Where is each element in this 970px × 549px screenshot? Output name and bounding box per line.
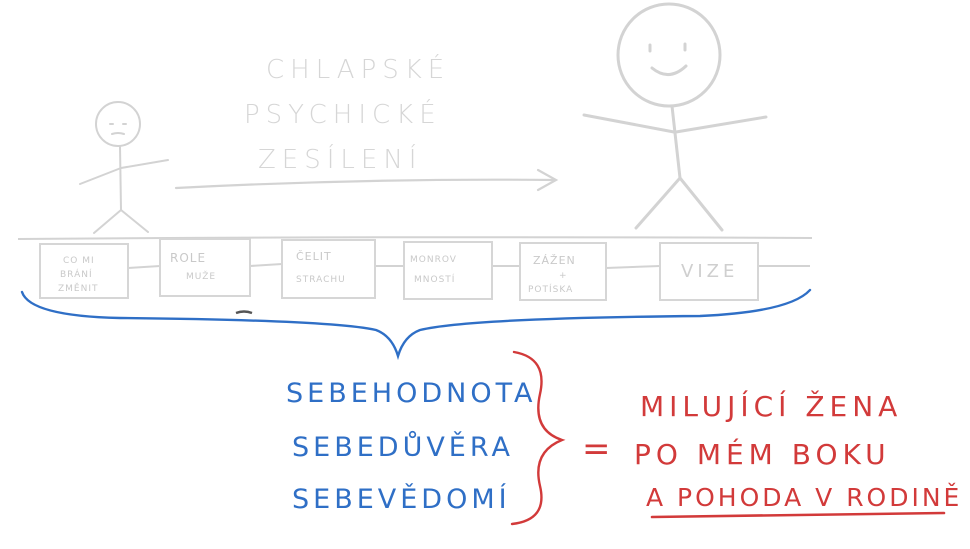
growth-arrow	[174, 168, 559, 192]
step-1-line-3: ZMĚNIT	[58, 282, 99, 294]
step-4-line-2: MNOSTÍ	[414, 273, 455, 285]
small-figure-body	[119, 145, 122, 211]
step-1-line-2: BRÁNÍ	[60, 268, 93, 280]
step-box-5	[519, 242, 607, 301]
big-figure-arms	[582, 113, 768, 134]
step-connectors	[127, 263, 810, 269]
blue-brace	[20, 288, 812, 361]
title-line-2: PSYCHICKÉ	[244, 98, 442, 130]
title-line-1: CHLAPSKÉ	[266, 53, 450, 85]
red-brace	[510, 350, 566, 526]
step-box-6	[659, 242, 759, 301]
small-figure-face	[109, 123, 127, 135]
qualities-list: SEBEHODNOTA SEBEDŮVĚRA SEBEVĚDOMÍ	[286, 378, 536, 515]
big-figure-body	[670, 104, 682, 180]
big-stick-figure	[582, 2, 768, 232]
step-box-1	[39, 243, 129, 299]
result-line-2: PO MÉM BOKU	[634, 437, 891, 471]
step-6-label: VIZE	[681, 261, 738, 282]
step-1-line-1: CO MI	[63, 256, 95, 266]
step-3-line-1: ČELIT	[296, 250, 332, 263]
big-figure-head	[616, 2, 722, 108]
step-5-line-3: POTÍSKA	[528, 283, 573, 295]
step-box-4	[403, 241, 493, 300]
small-stick-figure	[79, 101, 169, 234]
title-line-3: ZESÍLENÍ	[258, 143, 422, 175]
equals-sign: =	[582, 429, 616, 469]
step-labels: CO MI BRÁNÍ ZMĚNIT ROLE MUŽE ČELIT STRAC…	[58, 250, 738, 295]
title-group: CHLAPSKÉ PSYCHICKÉ ZESÍLENÍ	[244, 53, 450, 175]
step-2-line-2: MUŽE	[186, 270, 216, 282]
small-figure-legs	[93, 209, 149, 234]
step-box-2	[159, 238, 251, 297]
pen-smudge	[235, 310, 253, 315]
step-boxes	[39, 238, 759, 301]
result-list: MILUJÍCÍ ŽENA PO MÉM BOKU A POHODA V ROD…	[634, 389, 962, 512]
step-3-line-2: STRACHU	[296, 275, 346, 285]
result-line-3: A POHODA V RODINĚ	[646, 483, 962, 512]
small-figure-arms	[79, 159, 169, 185]
step-5-line-1: ZÁŽEN	[533, 254, 576, 267]
step-box-3	[281, 239, 376, 299]
step-4-line-1: MONROV	[410, 255, 457, 265]
quality-3: SEBEVĚDOMÍ	[292, 483, 511, 515]
result-underline	[650, 511, 946, 519]
result-line-1: MILUJÍCÍ ŽENA	[640, 389, 902, 423]
quality-1: SEBEHODNOTA	[286, 378, 536, 409]
step-5-line-2: +	[559, 271, 568, 281]
big-figure-face	[648, 42, 688, 76]
small-figure-head	[95, 101, 141, 147]
step-2-line-1: ROLE	[170, 251, 206, 265]
big-figure-legs	[634, 176, 724, 232]
ground-line	[17, 236, 813, 240]
quality-2: SEBEDŮVĚRA	[292, 431, 514, 463]
